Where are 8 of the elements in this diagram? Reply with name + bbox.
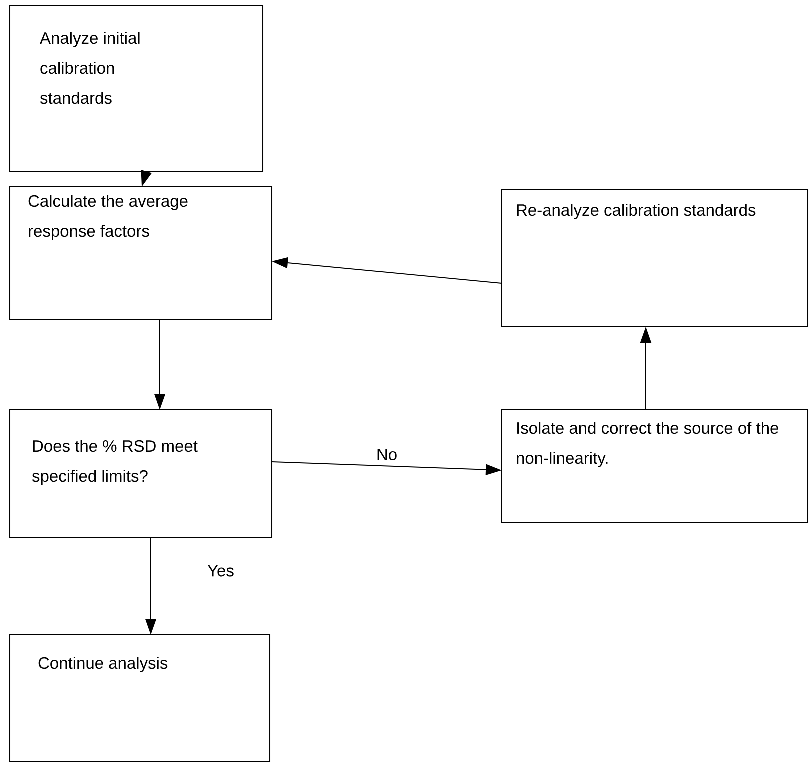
- process-box: Isolate and correct the source of the non-linearity.: [502, 409, 808, 524]
- process-box: Continue analysis: [10, 634, 270, 762]
- process-box: Calculate the average response factors: [10, 186, 272, 320]
- process-box: Re-analyze calibration standards: [502, 189, 808, 328]
- edge-label: No: [374, 446, 400, 462]
- edge-label: Yes: [206, 563, 236, 579]
- process-box: Analyze initial calibration standards: [10, 6, 264, 172]
- process-box: Does the % RSD meet specified limits?: [10, 409, 272, 538]
